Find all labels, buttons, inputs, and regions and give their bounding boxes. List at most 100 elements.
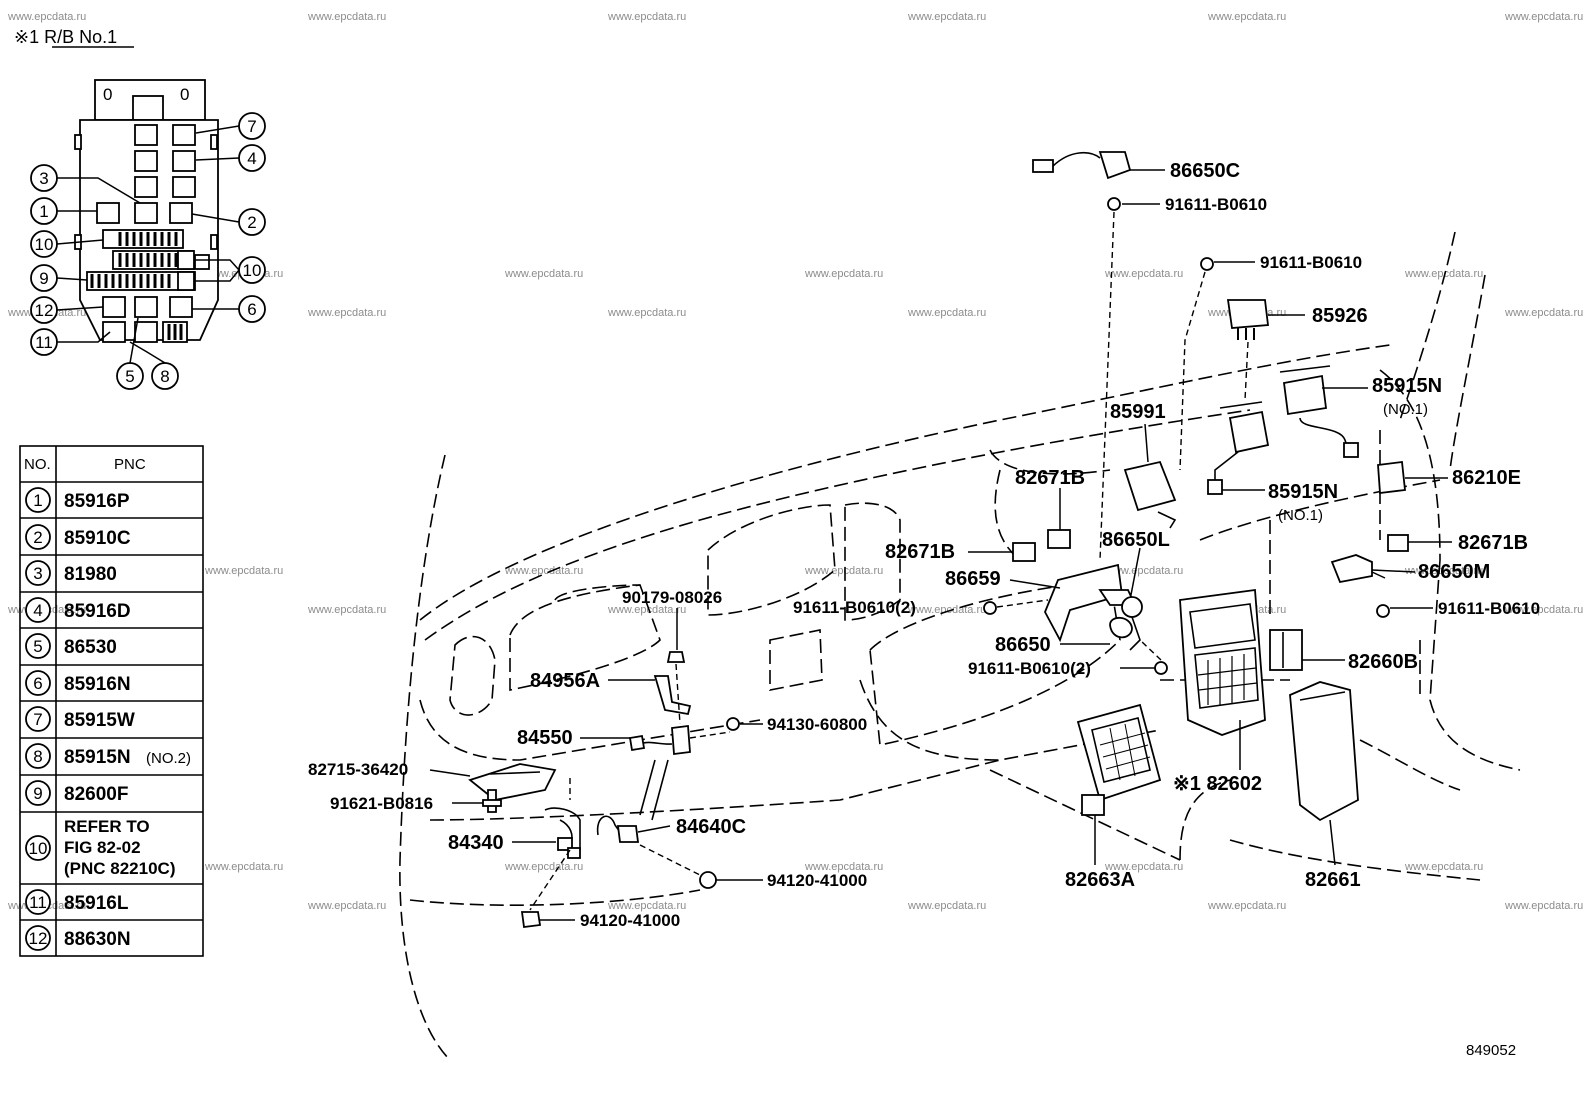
part-82660b: 82660B — [1269, 629, 1418, 673]
part-86650l: 86650L — [1102, 529, 1170, 601]
table-row-pnc: 85916L — [64, 893, 129, 914]
part-94130-60800: 94130-60800 — [726, 715, 867, 734]
part-91611-b0610-a: 91611-B0610 — [1107, 195, 1267, 214]
part-85991: 85991 — [1110, 401, 1177, 529]
relay-socket — [169, 202, 193, 224]
part-label: 82671B — [885, 541, 955, 563]
part-label: 82715-36420 — [308, 760, 408, 779]
svg-text:10: 10 — [243, 261, 262, 280]
table-row-pnc: 82600F — [64, 784, 128, 805]
part-84640c: 84640C — [596, 815, 746, 843]
table-header-no: NO. — [24, 456, 51, 473]
table-row-pnc: 85916D — [64, 601, 131, 622]
fuse-slot — [177, 271, 195, 291]
watermark: www.epcdata.ru — [504, 861, 583, 873]
svg-text:11: 11 — [35, 333, 53, 352]
relay-block-clip — [210, 234, 218, 250]
part-sub-label: (NO.1) — [1383, 401, 1428, 418]
svg-text:1: 1 — [33, 491, 42, 510]
svg-text:8: 8 — [33, 747, 42, 766]
part-94120-41000-b: 94120-41000 — [520, 849, 680, 930]
svg-text:12: 12 — [29, 929, 48, 948]
relay-socket — [134, 150, 158, 172]
section-title: ※1 R/B No.1 — [14, 27, 117, 47]
part-86650: 86650 — [995, 596, 1143, 656]
part-91621-b0816: 91621-B0816 — [330, 789, 502, 813]
relay-block-top-slot — [132, 95, 164, 121]
watermark: www.epcdata.ru — [204, 565, 283, 577]
part-label: 86650M — [1418, 561, 1490, 583]
table-row-no-circle — [25, 487, 51, 513]
part-label: 85926 — [1312, 305, 1368, 327]
table-row-no-circle — [25, 706, 51, 732]
part-label: 84340 — [448, 832, 504, 854]
part-85915n-1: 85915N (NO.1) — [1279, 365, 1442, 458]
part-label: 90179-08026 — [622, 588, 722, 607]
part-label: ※1 82602 — [1173, 773, 1262, 795]
watermark: www.epcdata.ru — [804, 268, 883, 280]
watermark: www.epcdata.ru — [504, 565, 583, 577]
watermark: www.epcdata.ru — [7, 11, 86, 23]
watermark: www.epcdata.ru — [1504, 307, 1583, 319]
watermark: www.epcdata.ru — [504, 268, 583, 280]
parts-layer: 86650C 91611-B0610 91611-B0610 85926 — [308, 151, 1540, 930]
watermark: www.epcdata.ru — [804, 861, 883, 873]
svg-text:6: 6 — [247, 300, 256, 319]
part-82671b-a: 82671B — [1015, 467, 1085, 549]
svg-text:3: 3 — [33, 564, 42, 583]
svg-text:7: 7 — [33, 710, 42, 729]
top-mark-left: 0 — [103, 85, 112, 104]
relay-socket — [134, 202, 158, 224]
watermark: www.epcdata.ru — [1404, 861, 1483, 873]
svg-text:5: 5 — [125, 367, 134, 386]
pnc-table: NO. PNC 1 85916P 2 85910C 3 81980 4 8591… — [19, 445, 204, 957]
part-85926: 85926 — [1226, 299, 1368, 340]
part-label: 91611-B0610 — [1438, 599, 1540, 618]
relay-socket — [134, 321, 158, 343]
table-row-no-circle — [25, 889, 51, 915]
relay-socket-small — [194, 254, 210, 270]
part-label: 91611-B0610(2) — [968, 659, 1091, 678]
part-86210e: 86210E — [1377, 460, 1521, 495]
part-label: 85915N — [1268, 481, 1338, 503]
part-label: 85915N — [1372, 375, 1442, 397]
svg-text:10: 10 — [29, 839, 48, 858]
part-85915n-2: 85915N (NO.1) — [1207, 401, 1338, 524]
table-row-no-circle — [25, 835, 51, 861]
part-label: 82663A — [1065, 869, 1135, 891]
svg-text:6: 6 — [33, 674, 42, 693]
watermark: www.epcdata.ru — [1207, 900, 1286, 912]
watermark: www.epcdata.ru — [307, 11, 386, 23]
svg-text:12: 12 — [35, 301, 54, 320]
watermark: www.epcdata.ru — [1207, 11, 1286, 23]
table-row-pnc: REFER TO — [64, 817, 150, 836]
part-82671b-c: 82671B — [1387, 532, 1528, 554]
table-row-no-circle — [25, 743, 51, 769]
watermark: www.epcdata.ru — [1504, 604, 1583, 616]
part-label: 84550 — [517, 727, 573, 749]
part-label: 94120-41000 — [580, 911, 680, 930]
fuse-slot — [177, 250, 195, 270]
fuse-row — [102, 229, 184, 249]
table-row-pnc: 85916P — [64, 491, 130, 512]
relay-socket — [172, 150, 196, 172]
watermark: www.epcdata.ru — [1404, 268, 1483, 280]
watermark: www.epcdata.ru — [607, 307, 686, 319]
part-91611-b0610-b: 91611-B0610 — [1200, 253, 1362, 272]
svg-text:4: 4 — [33, 601, 42, 620]
part-82671b-b: 82671B — [885, 541, 1036, 563]
watermark: www.epcdata.ru — [907, 307, 986, 319]
part-label: 86650C — [1170, 160, 1240, 182]
relay-socket — [134, 124, 158, 146]
svg-text:7: 7 — [247, 117, 256, 136]
part-label: 86650L — [1102, 529, 1170, 551]
part-sub-label: (NO.1) — [1278, 507, 1323, 524]
table-row-pnc: 85910C — [64, 528, 131, 549]
relay-socket — [172, 176, 196, 198]
table-row-no-circle — [25, 633, 51, 659]
part-label: 82660B — [1348, 651, 1418, 673]
table-row-note: (NO.2) — [146, 750, 191, 767]
watermark: www.epcdata.ru — [607, 11, 686, 23]
table-row-no-circle — [25, 597, 51, 623]
watermark: www.epcdata.ru — [307, 900, 386, 912]
